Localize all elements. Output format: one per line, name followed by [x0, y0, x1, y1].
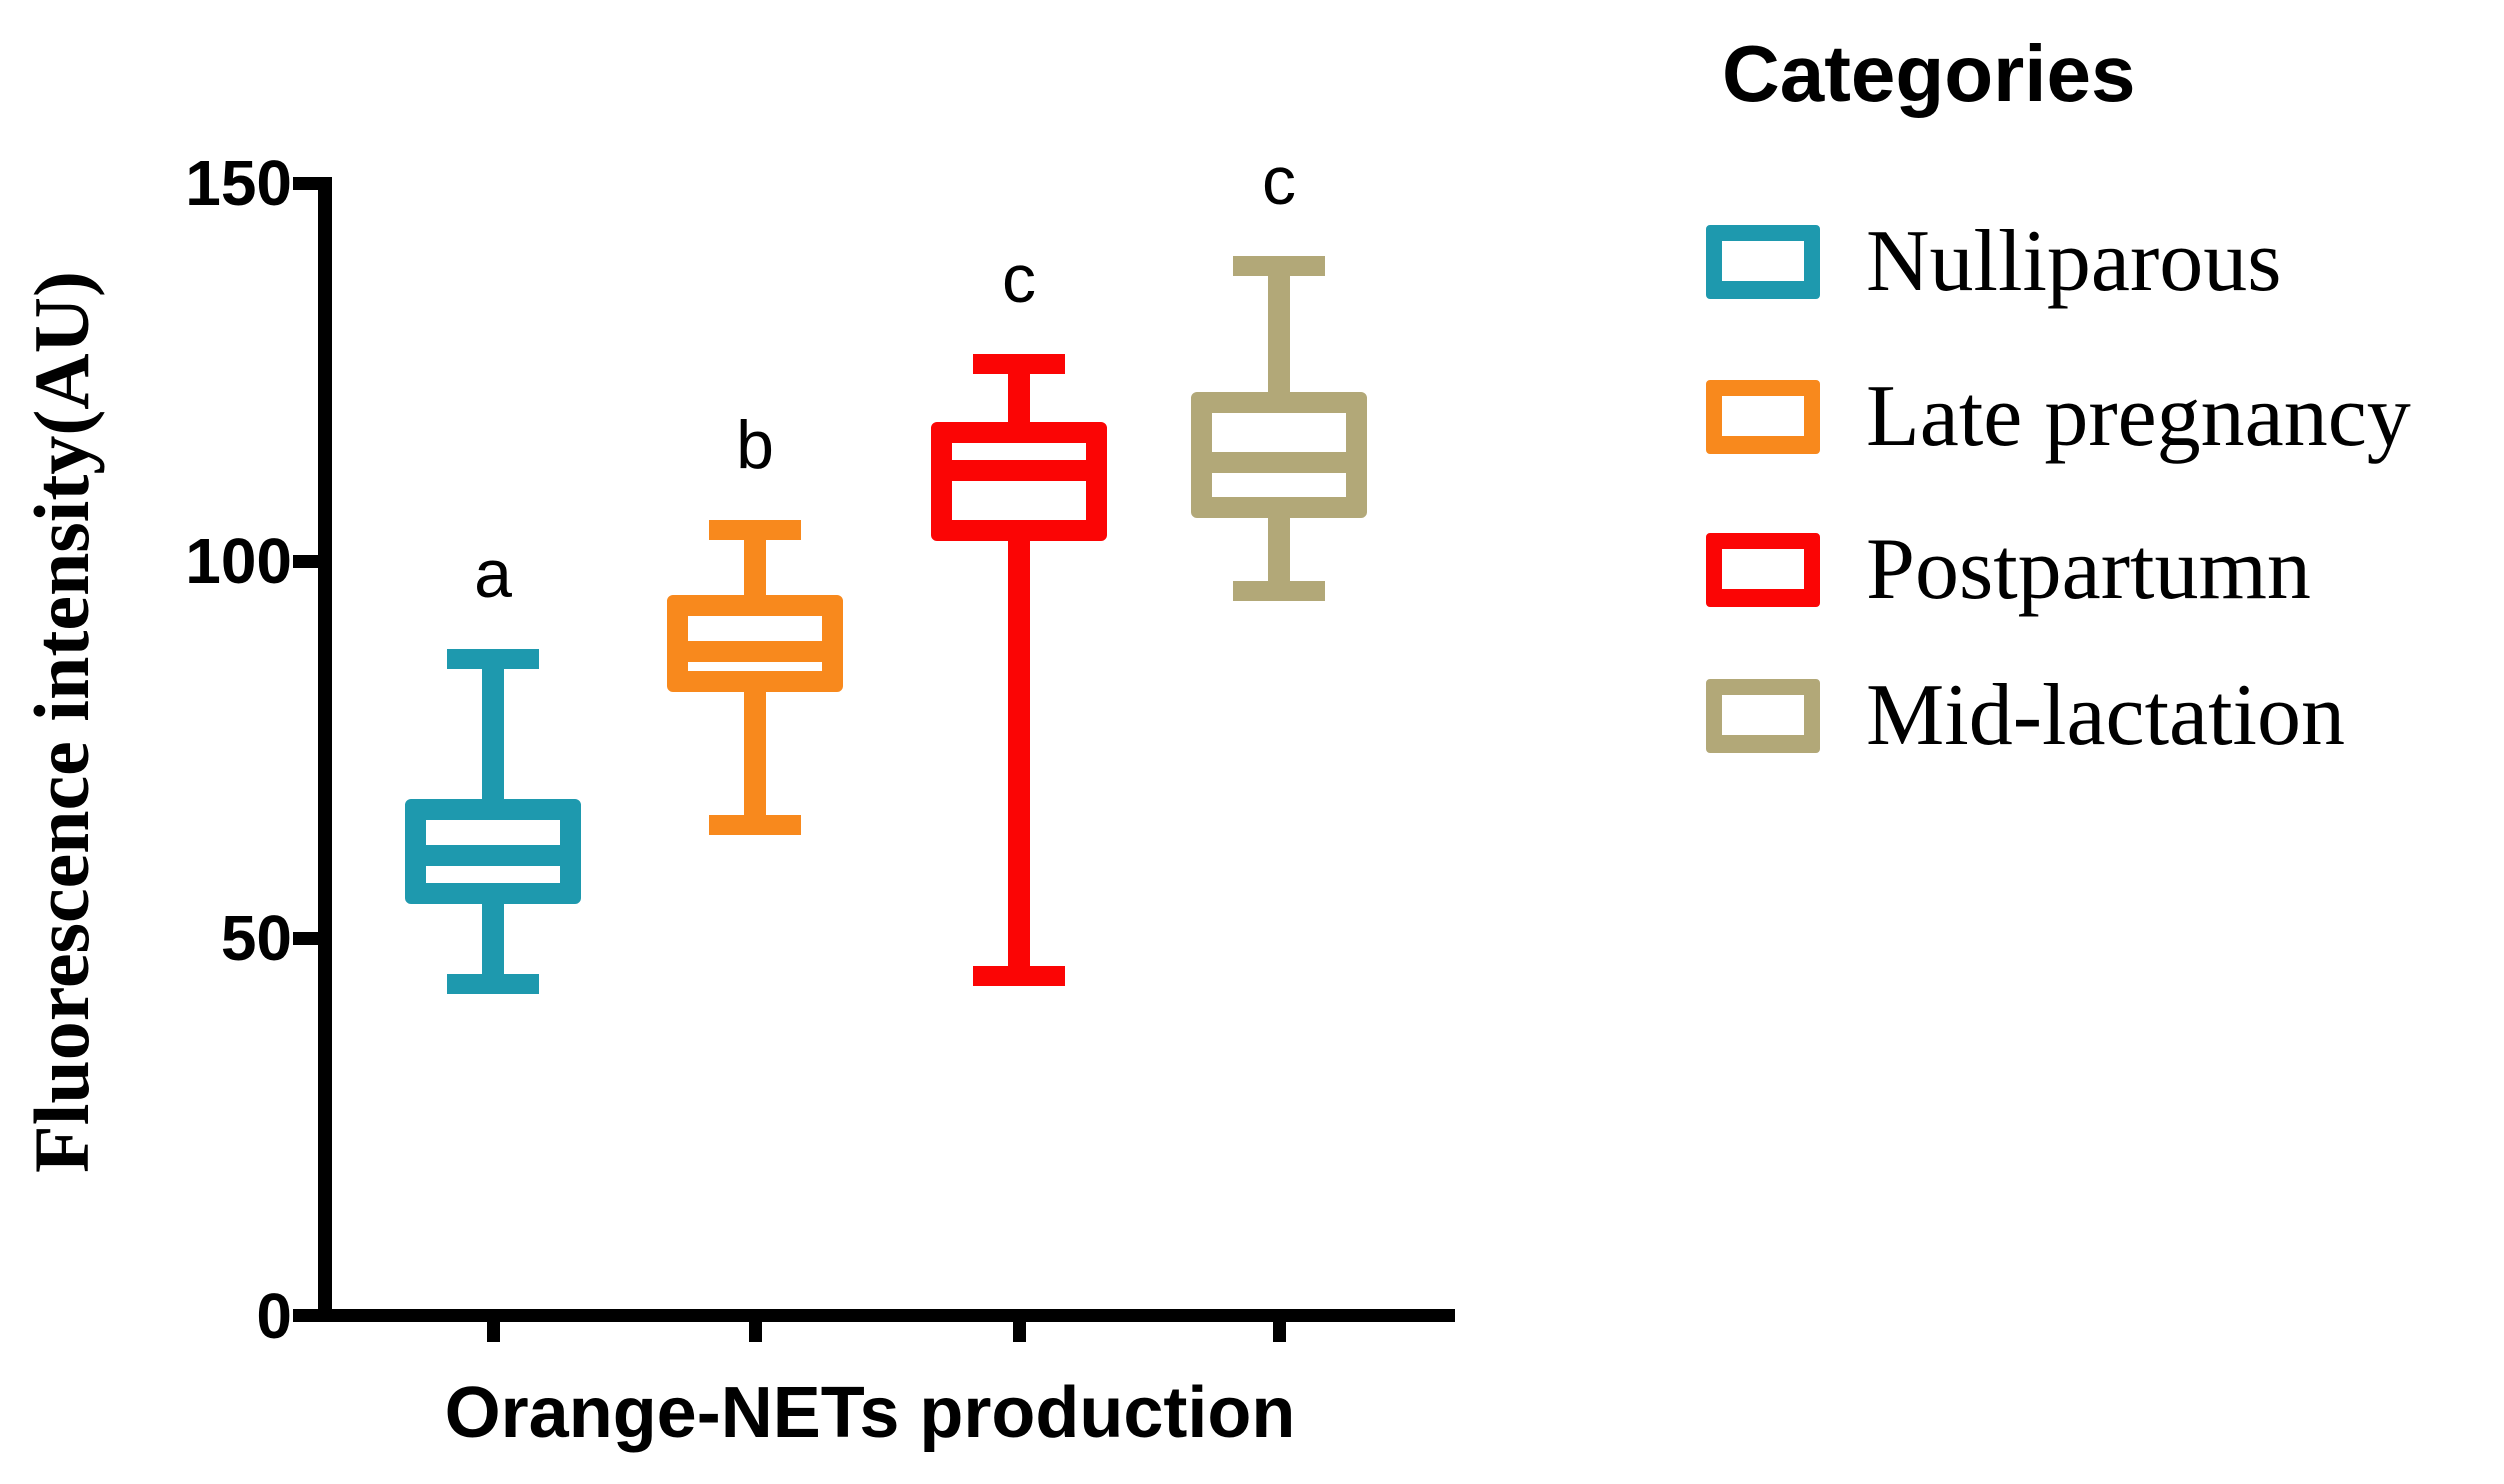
- median-line: [1212, 451, 1346, 473]
- significance-letter: c: [1262, 143, 1296, 220]
- y-axis-title: Fluorescence intensity(AU): [18, 271, 105, 1173]
- whisker-min-cap: [1233, 580, 1325, 601]
- x-tick-mark: [1013, 1322, 1026, 1342]
- median-line: [952, 459, 1086, 481]
- y-axis-line: [318, 177, 332, 1322]
- y-tick-label: 0: [256, 1280, 292, 1352]
- whisker-min-cap: [973, 966, 1065, 987]
- significance-letter: a: [474, 535, 512, 612]
- legend-swatch-mid-lactation: [1706, 679, 1820, 753]
- legend-label: Postpartumn: [1866, 521, 2311, 618]
- significance-letter: c: [1002, 241, 1036, 318]
- y-tick-label: 50: [220, 902, 292, 975]
- x-tick-mark: [749, 1322, 762, 1342]
- whisker-max-cap: [973, 354, 1065, 375]
- legend-swatch-median: [1719, 735, 1807, 746]
- legend-swatch-postpartumn: [1706, 533, 1820, 607]
- legend-swatch-median: [1719, 589, 1807, 600]
- x-tick-mark: [1273, 1322, 1286, 1342]
- legend-label: Late pregnancy: [1866, 368, 2411, 465]
- x-axis-title: Orange-NETs production: [444, 1373, 1296, 1453]
- whisker-max-cap: [709, 520, 801, 541]
- y-tick-mark: [293, 932, 332, 946]
- y-tick-mark: [293, 554, 332, 568]
- box-postpartumn: [931, 421, 1107, 541]
- whisker-max-cap: [447, 648, 539, 669]
- legend-label: Mid-lactation: [1866, 667, 2345, 764]
- legend-title: Categories: [1722, 29, 2136, 118]
- legend-swatch-late-pregnancy: [1706, 380, 1820, 454]
- significance-letter: b: [736, 407, 774, 484]
- legend-swatch-median: [1719, 436, 1807, 447]
- whisker-min-cap: [447, 973, 539, 994]
- y-tick-mark: [293, 177, 332, 190]
- y-tick-label: 150: [185, 147, 292, 219]
- median-line: [688, 640, 822, 662]
- median-line: [426, 844, 560, 866]
- legend-swatch-median: [1719, 281, 1807, 292]
- legend-label: Nulliparous: [1866, 213, 2282, 310]
- legend-swatch-nulliparous: [1706, 225, 1820, 299]
- x-axis-line: [293, 1309, 1455, 1322]
- whisker-min-cap: [709, 815, 801, 836]
- x-tick-mark: [487, 1322, 500, 1342]
- y-tick-label: 100: [185, 524, 292, 597]
- whisker-max-cap: [1233, 256, 1325, 277]
